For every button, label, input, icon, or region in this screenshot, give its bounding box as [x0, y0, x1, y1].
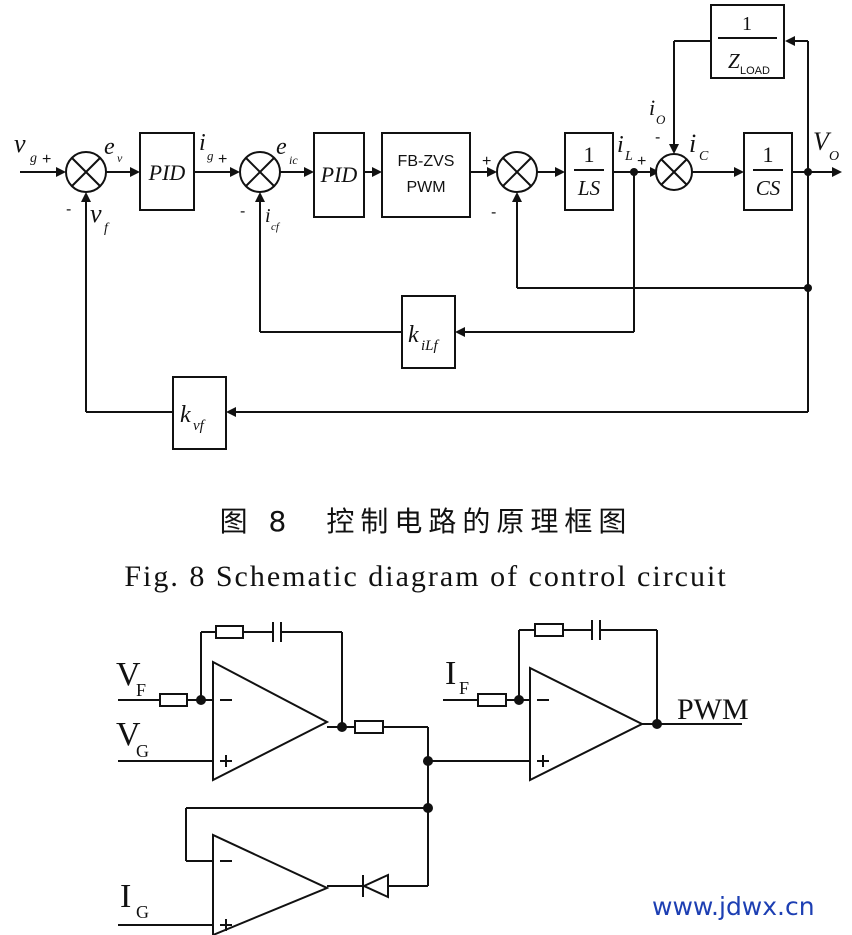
- load-denominator: Z: [728, 49, 740, 73]
- inductor-block: [564, 132, 614, 211]
- kilf-label-sub: iLf: [421, 338, 440, 354]
- ev-label: e: [104, 134, 115, 160]
- figure-caption-chinese: 图 8 控制电路的原理框图: [219, 505, 633, 538]
- inductor-numerator: 1: [584, 142, 595, 167]
- summing-junction-2: [239, 151, 281, 193]
- vf-label: v: [90, 199, 102, 228]
- pid-block-1: [139, 132, 195, 211]
- ev-label-sub: v: [117, 151, 123, 165]
- icf-label: i: [265, 205, 271, 227]
- resistor-fb1: [215, 625, 244, 639]
- vg-label: v: [14, 129, 26, 158]
- kvf-label-sub: vf: [193, 418, 206, 434]
- vo-label-sub: O: [829, 149, 839, 164]
- fb-zvs-pwm-block: [381, 132, 471, 218]
- capacitor-numerator: 1: [763, 142, 774, 167]
- circuit-vf-sub: F: [136, 680, 146, 700]
- kilf-label: k: [408, 322, 419, 348]
- circuit-if-sub: F: [459, 678, 469, 698]
- il-plus: +: [637, 153, 646, 170]
- circuit-if-label: I: [445, 655, 456, 692]
- circuit-vg-label: V: [116, 716, 141, 753]
- j3-minus: -: [491, 204, 496, 221]
- ig-label: i: [199, 130, 206, 156]
- pwm-block-line2: PWM: [406, 179, 445, 196]
- opamp-circuit: V F V G I F I G PWM: [116, 620, 749, 935]
- kilf-block: [401, 295, 456, 369]
- il-label-sub: L: [624, 149, 633, 164]
- io-minus: -: [655, 129, 660, 146]
- kvf-block: [172, 376, 227, 450]
- ic-label: i: [689, 129, 696, 158]
- block-diagram: PID PID FB-ZVS PWM 1 LS: [14, 4, 842, 450]
- diode: [361, 873, 389, 899]
- io-label-sub: O: [656, 112, 666, 127]
- circuit-vf-label: V: [116, 656, 141, 693]
- ig-plus: +: [218, 151, 227, 168]
- watermark-link[interactable]: www.jdwx.cn: [652, 892, 815, 921]
- load-numerator: 1: [742, 13, 752, 35]
- j3-plus: +: [482, 153, 491, 170]
- summing-junction-4: [655, 153, 693, 191]
- resistor-if: [477, 693, 507, 707]
- opamp-2: [529, 666, 645, 782]
- eic-label: e: [276, 134, 287, 160]
- vo-label: V: [813, 127, 832, 156]
- capacitor-denominator: CS: [756, 176, 781, 200]
- io-label: i: [649, 95, 655, 120]
- circuit-pwm-label: PWM: [677, 693, 749, 726]
- icf-minus: -: [240, 203, 245, 220]
- load-denominator-sub: LOAD: [740, 65, 770, 77]
- vg-label-sub: g: [30, 151, 37, 166]
- eic-label-sub: ic: [289, 153, 298, 167]
- ic-label-sub: C: [699, 149, 709, 164]
- inductor-denominator: LS: [577, 176, 601, 200]
- circuit-ig-sub: G: [136, 902, 149, 922]
- resistor-link: [354, 720, 384, 734]
- capacitor-block: [743, 132, 793, 211]
- resistor-vf: [159, 693, 188, 707]
- kvf-label: k: [180, 402, 191, 428]
- pid-block-1-label: PID: [148, 160, 186, 185]
- summing-junction-1: [65, 151, 107, 193]
- pwm-block-line1: FB-ZVS: [398, 153, 455, 170]
- vg-plus: +: [42, 151, 51, 168]
- vf-label-sub: f: [104, 221, 110, 236]
- load-block: [710, 4, 785, 79]
- summing-junction-3: [496, 151, 538, 193]
- ig-label-sub: g: [207, 148, 214, 163]
- circuit-ig-label: I: [120, 878, 131, 915]
- figure-caption-english: Fig. 8 Schematic diagram of control circ…: [124, 560, 728, 593]
- pid-block-2-label: PID: [320, 162, 358, 187]
- opamp-3: [212, 833, 330, 935]
- vf-minus: -: [66, 201, 71, 218]
- opamp-1: [212, 660, 330, 782]
- icf-label-sub: cf: [271, 221, 281, 233]
- resistor-fb2: [534, 623, 564, 637]
- pid-block-2: [313, 132, 365, 218]
- il-label: i: [617, 132, 624, 158]
- circuit-vg-sub: G: [136, 741, 149, 761]
